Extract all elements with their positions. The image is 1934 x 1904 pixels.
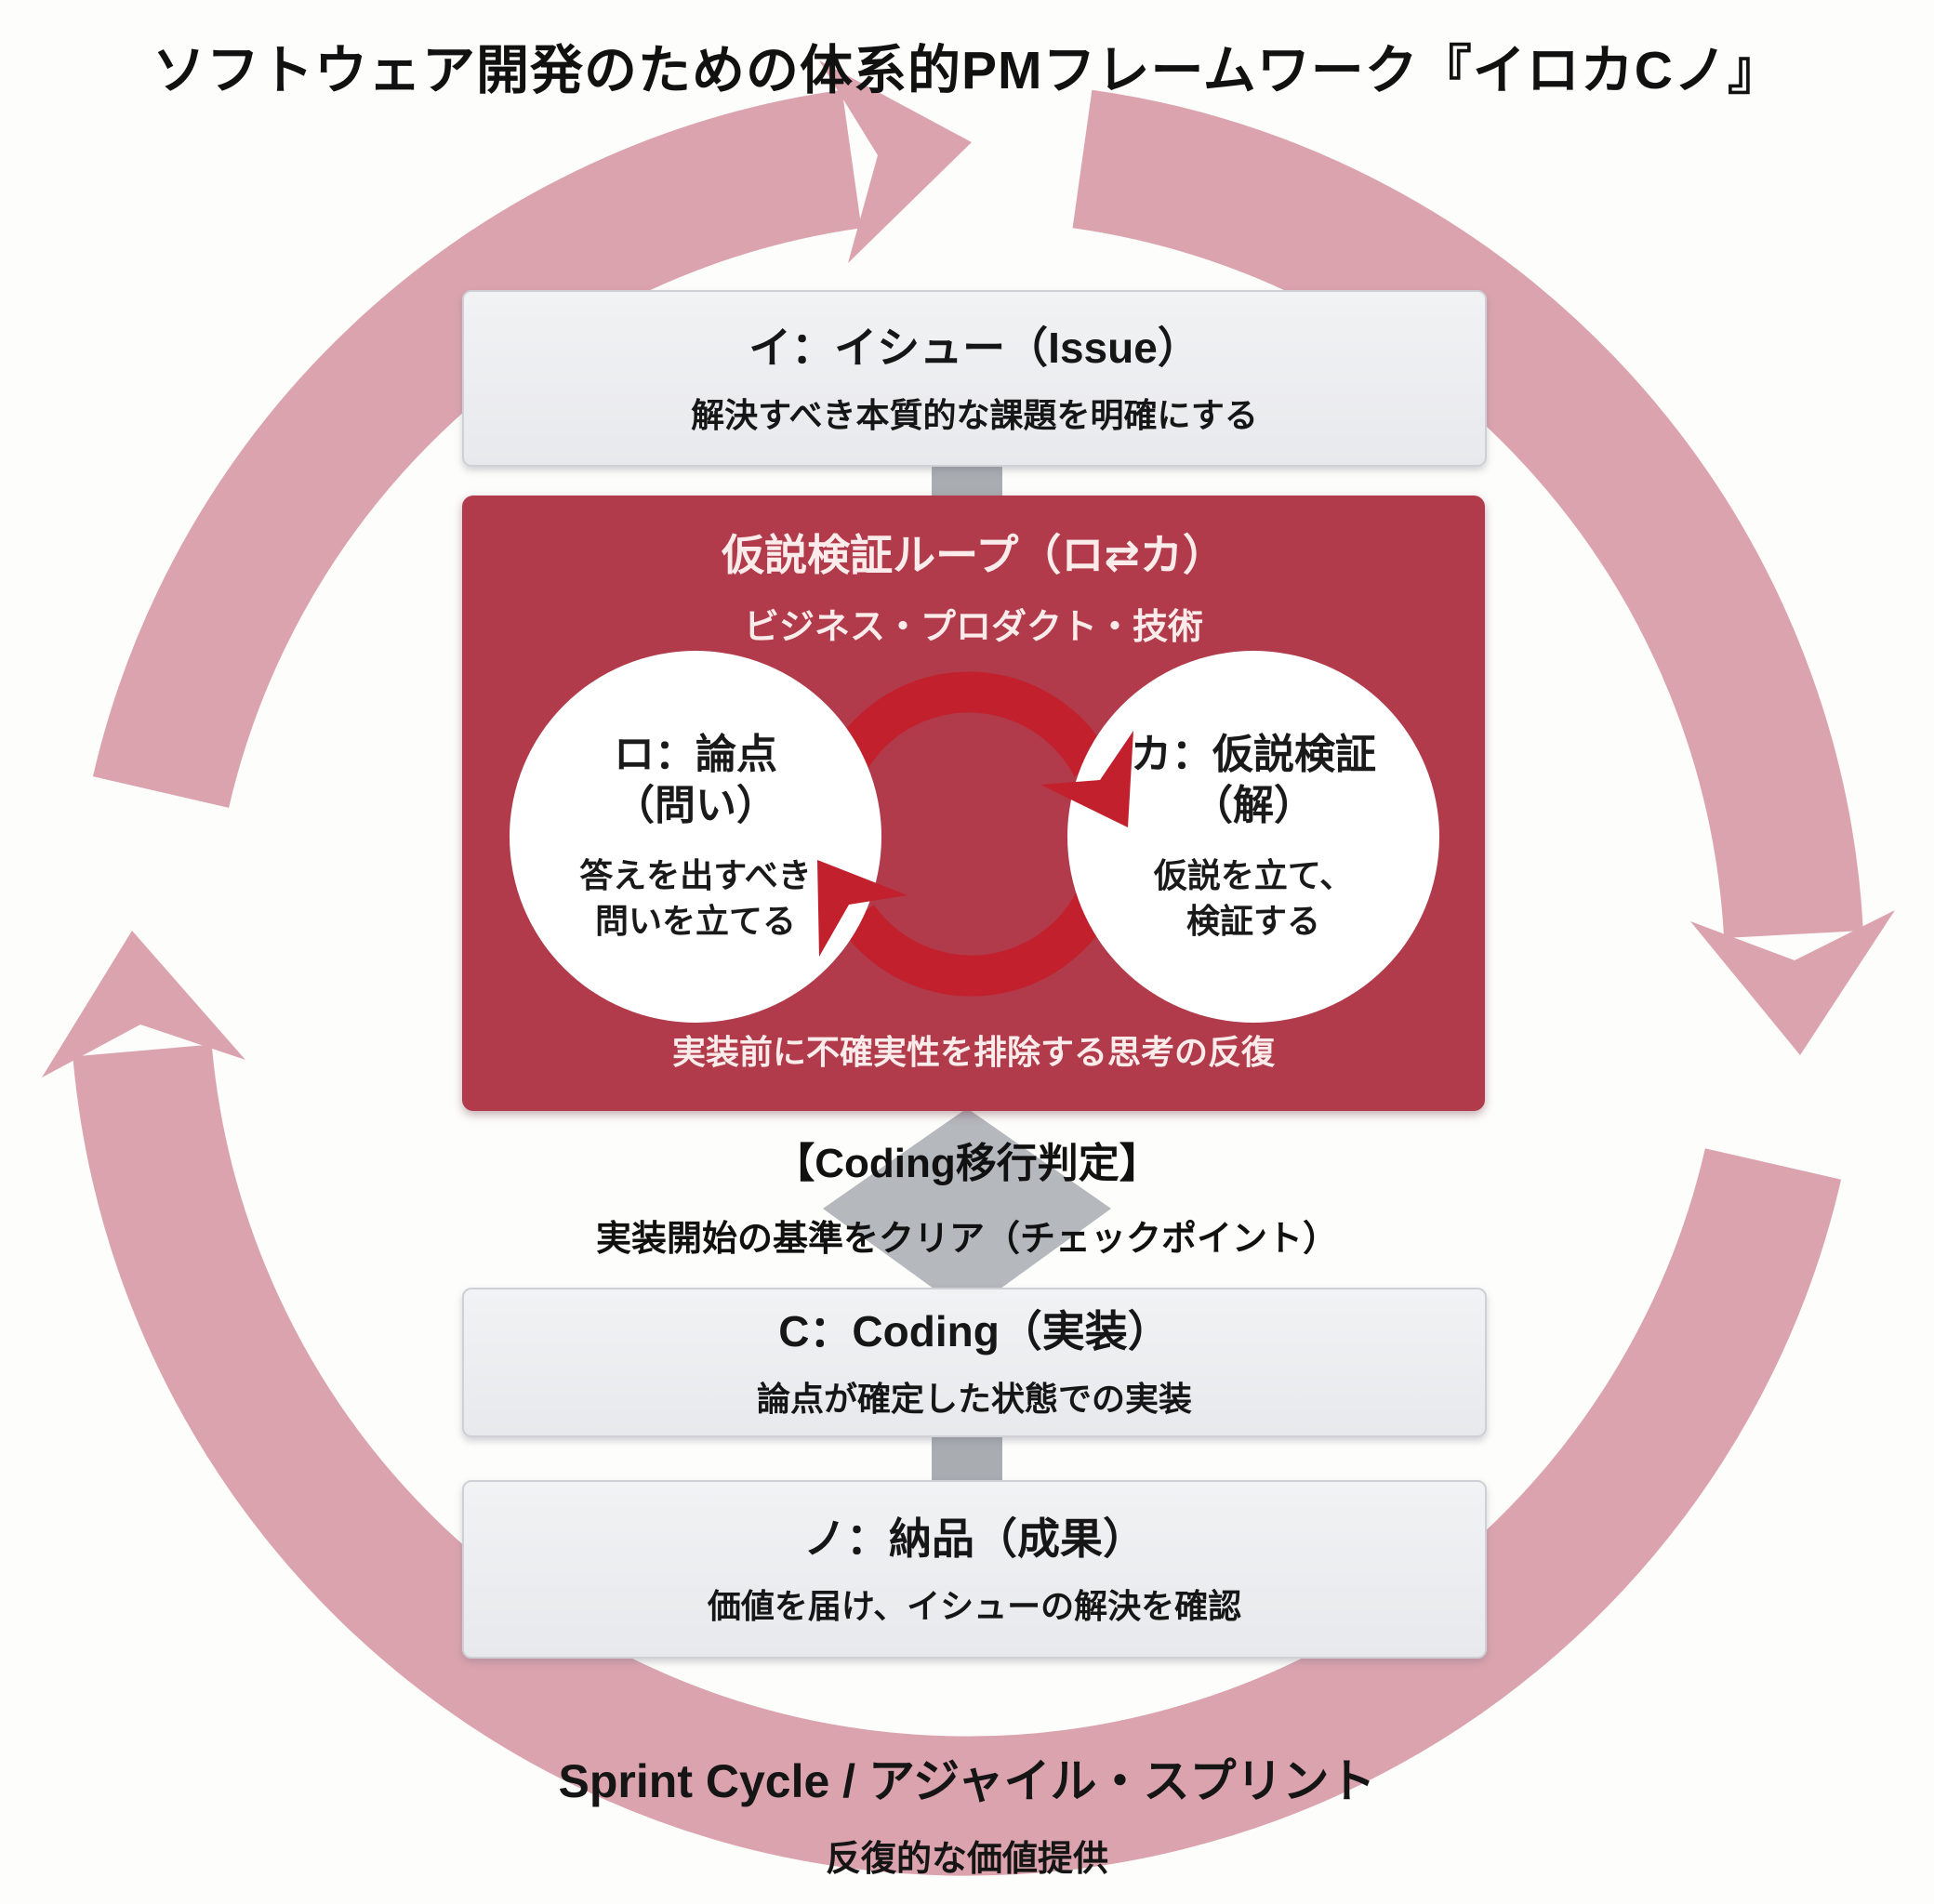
- cycle-arc-bottom: [73, 1044, 1842, 1876]
- left-circle-shape: [510, 651, 881, 1023]
- right-circle-shape: [1067, 651, 1439, 1023]
- step-box-delivery: ノ：納品（成果） 価値を届け、イシューの解決を確認: [462, 1480, 1487, 1659]
- loop-footer: 実装前に不確実性を排除する思考の反復: [671, 1033, 1275, 1071]
- cycle-arrow-top-icon: [819, 60, 972, 263]
- checkpoint-label: 【Coding移行判定】 実装開始の基準をクリア（チェックポイント）: [0, 1130, 1934, 1261]
- loop-title: 仮説検証ループ（ロ⇄カ）: [722, 531, 1225, 579]
- loop-arrow-left-icon: [817, 860, 907, 957]
- checkpoint-title: 【Coding移行判定】: [774, 1141, 1160, 1186]
- right-circle-desc2: 検証する: [1186, 902, 1320, 940]
- right-circle-label: カ：仮説検証 （解） 仮説を立て、 検証する: [1067, 651, 1439, 1023]
- checkpoint-diamond: [823, 1108, 1111, 1313]
- checkpoint-desc: 実装開始の基準をクリア（チェックポイント）: [595, 1220, 1338, 1259]
- left-circle-desc1: 答えを出すべき: [579, 856, 812, 895]
- delivery-title: ノ：納品（成果）: [803, 1514, 1146, 1563]
- loop-arrow-right-icon: [1040, 731, 1133, 827]
- cycle-arc-right: [1072, 89, 1863, 939]
- loop-header: 仮説検証ループ（ロ⇄カ） ビジネス・プロダクト・技術: [462, 522, 1485, 649]
- cycle-title: Sprint Cycle / アジャイル・スプリント: [558, 1755, 1376, 1807]
- coding-title: C：Coding（実装）: [778, 1307, 1171, 1356]
- cycle-arc-top-left: [92, 89, 862, 808]
- cycle-arrow-right-icon: [1690, 910, 1895, 1055]
- cycle-desc: 反復的な価値提供: [825, 1840, 1108, 1879]
- delivery-desc: 価値を届け、イシューの解決を確認: [707, 1586, 1242, 1625]
- left-circle-title: ロ：論点: [614, 732, 777, 778]
- cycle-caption: Sprint Cycle / アジャイル・スプリント 反復的な価値提供: [0, 1744, 1934, 1881]
- left-circle-title2: （問い）: [614, 783, 777, 829]
- issue-desc: 解決すべき本質的な課題を明確にする: [691, 395, 1258, 434]
- right-circle-title: カ：仮説検証: [1131, 732, 1376, 778]
- loop-subtitle: ビジネス・プロダクト・技術: [743, 608, 1203, 647]
- step-box-coding: C：Coding（実装） 論点が確定した状態での実装: [462, 1288, 1487, 1437]
- right-circle-title2: （解）: [1192, 783, 1315, 829]
- hypothesis-loop-box: 仮説検証ループ（ロ⇄カ） ビジネス・プロダクト・技術 ロ：論点 （問い） 答えを…: [462, 496, 1485, 1111]
- coding-desc: 論点が確定した状態での実装: [756, 1380, 1192, 1419]
- right-circle-desc1: 仮説を立て、: [1153, 856, 1354, 895]
- page-title: ソフトウェア開発のための体系的PMフレームワーク『イロカCノ』: [152, 41, 1782, 100]
- hypothesis-loop-arrows-icon: [510, 651, 1439, 1023]
- left-circle-label: ロ：論点 （問い） 答えを出すべき 問いを立てる: [510, 651, 881, 1023]
- issue-title: イ：イシュー（Issue）: [748, 323, 1200, 372]
- step-box-issue: イ：イシュー（Issue） 解決すべき本質的な課題を明確にする: [462, 290, 1487, 467]
- cycle-arrow-left-icon: [42, 931, 245, 1078]
- left-circle-desc2: 問いを立てる: [594, 902, 796, 940]
